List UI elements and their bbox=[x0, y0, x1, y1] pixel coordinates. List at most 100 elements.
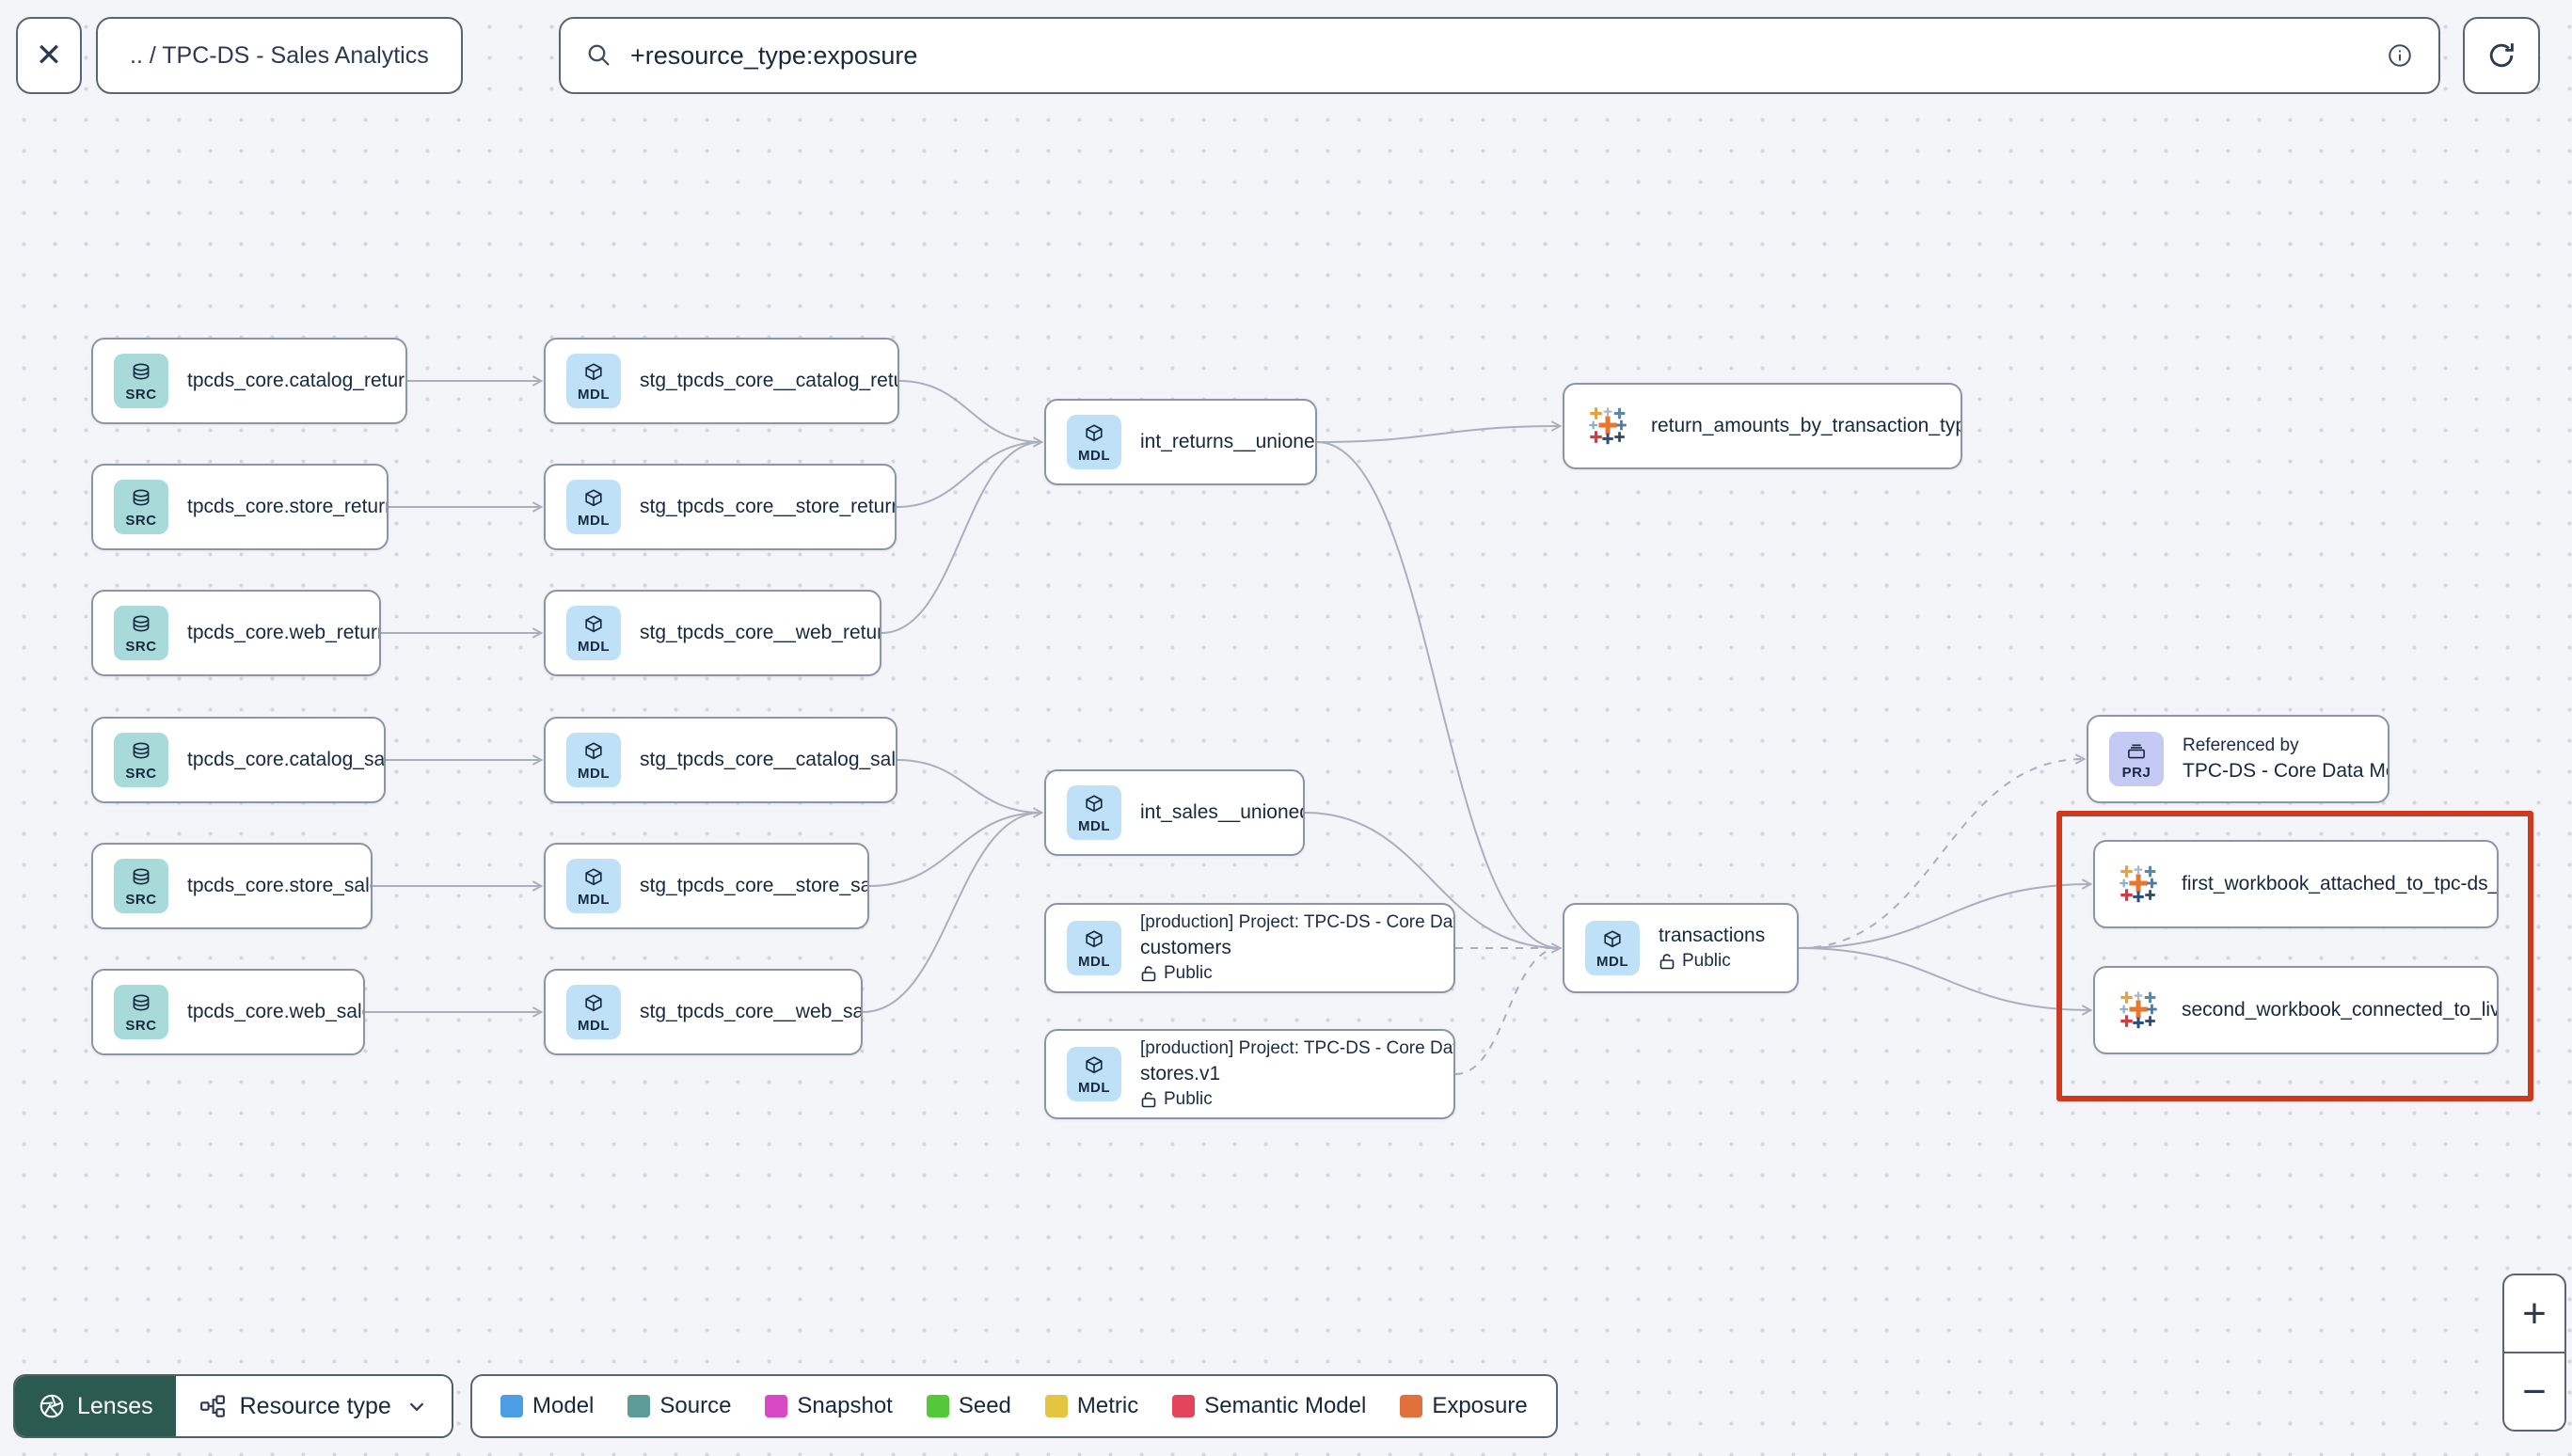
badge-label: MDL bbox=[1078, 817, 1110, 834]
badge-label: PRJ bbox=[2121, 764, 2151, 781]
badge-label: SRC bbox=[125, 512, 157, 529]
legend-item-model: Model bbox=[500, 1393, 594, 1419]
node-title: stg_tpcds_core__catalog_returns bbox=[640, 370, 897, 391]
node-text: stg_tpcds_core__web_returns bbox=[640, 622, 880, 644]
node-text: stg_tpcds_core__store_sales bbox=[640, 875, 867, 897]
legend-label: Seed bbox=[958, 1393, 1011, 1418]
zoom-controls: + − bbox=[2502, 1274, 2566, 1432]
refresh-button[interactable] bbox=[2463, 17, 2540, 94]
zoom-out-button[interactable]: − bbox=[2522, 1368, 2547, 1415]
node-wb1[interactable]: first_workbook_attached_to_tpc-ds_-_… bbox=[2093, 840, 2499, 928]
badge-label: MDL bbox=[1078, 447, 1110, 464]
node-src_store_returns[interactable]: SRC tpcds_core.store_returns bbox=[91, 464, 389, 550]
project-badge: PRJ bbox=[2109, 732, 2164, 786]
node-int_returns[interactable]: MDL int_returns__unioned bbox=[1044, 399, 1317, 485]
visibility-label: Public bbox=[1164, 963, 1213, 983]
legend-item-source: Source bbox=[627, 1393, 731, 1419]
legend-label: Model bbox=[532, 1393, 595, 1418]
legend-color-chip bbox=[1044, 1395, 1068, 1417]
node-header: Referenced by bbox=[2183, 736, 2299, 755]
lenses-label: Lenses bbox=[77, 1392, 153, 1419]
node-text: stg_tpcds_core__web_sales bbox=[640, 1001, 861, 1023]
node-text: int_sales__unioned bbox=[1140, 801, 1303, 824]
zoom-in-button[interactable]: + bbox=[2504, 1275, 2564, 1353]
node-text: second_workbook_connected_to_live… bbox=[2182, 999, 2497, 1021]
badge-label: MDL bbox=[578, 386, 610, 403]
node-text: tpcds_core.web_sales bbox=[187, 1001, 363, 1023]
badge-label: MDL bbox=[578, 765, 610, 782]
node-title: return_amounts_by_transaction_type bbox=[1651, 415, 1962, 436]
source-badge: SRC bbox=[114, 354, 168, 408]
source-badge: SRC bbox=[114, 859, 168, 913]
legend-item-semantic-model: Semantic Model bbox=[1172, 1393, 1366, 1419]
node-visibility: Public bbox=[1659, 951, 1765, 972]
node-src_catalog_returns[interactable]: SRC tpcds_core.catalog_returns bbox=[91, 338, 407, 424]
node-visibility: Public bbox=[1140, 963, 1435, 984]
visibility-label: Public bbox=[1164, 1089, 1213, 1109]
legend-color-chip bbox=[1172, 1395, 1196, 1417]
badge-label: MDL bbox=[578, 891, 610, 908]
search-input[interactable] bbox=[628, 40, 2371, 71]
legend-item-seed: Seed bbox=[926, 1393, 1011, 1419]
badge-label: MDL bbox=[1078, 953, 1110, 970]
badge-label: MDL bbox=[578, 1017, 610, 1034]
node-prj[interactable]: PRJ Referenced by TPC-DS - Core Data Model… bbox=[2087, 715, 2389, 803]
node-title: stg_tpcds_core__web_sales bbox=[640, 1001, 861, 1022]
model-badge: MDL bbox=[566, 859, 621, 913]
model-icon bbox=[1086, 423, 1103, 441]
source-icon bbox=[133, 362, 150, 379]
node-int_sales[interactable]: MDL int_sales__unioned bbox=[1044, 769, 1305, 856]
badge-label: SRC bbox=[125, 765, 157, 782]
node-stg_web_sales[interactable]: MDL stg_tpcds_core__web_sales bbox=[544, 969, 863, 1055]
close-button[interactable]: ✕ bbox=[16, 17, 82, 94]
node-src_store_sales[interactable]: SRC tpcds_core.store_sales bbox=[91, 843, 373, 929]
breadcrumb[interactable]: .. / TPC-DS - Sales Analytics bbox=[96, 17, 463, 94]
node-header: [production] Project: TPC-DS - Core Data… bbox=[1140, 912, 1453, 932]
node-text: stg_tpcds_core__store_returns bbox=[640, 496, 895, 518]
source-icon bbox=[133, 993, 150, 1010]
node-exp_returns[interactable]: return_amounts_by_transaction_type bbox=[1563, 383, 1962, 469]
source-badge: SRC bbox=[114, 733, 168, 787]
node-stores[interactable]: MDL [production] Project: TPC-DS - Core D… bbox=[1044, 1029, 1455, 1119]
node-stg_catalog_returns[interactable]: MDL stg_tpcds_core__catalog_returns bbox=[544, 338, 899, 424]
model-badge: MDL bbox=[1067, 785, 1121, 840]
node-customers[interactable]: MDL [production] Project: TPC-DS - Core D… bbox=[1044, 903, 1455, 993]
model-badge: MDL bbox=[1067, 1047, 1121, 1101]
source-badge: SRC bbox=[114, 480, 168, 534]
node-text: tpcds_core.catalog_returns bbox=[187, 370, 405, 392]
node-text: tpcds_core.store_sales bbox=[187, 875, 371, 897]
lenses-button[interactable]: Lenses bbox=[15, 1376, 176, 1436]
search-icon bbox=[588, 44, 610, 66]
legend-label: Metric bbox=[1076, 1393, 1139, 1418]
node-title: tpcds_core.store_returns bbox=[187, 496, 389, 517]
node-title: customers bbox=[1140, 937, 1231, 958]
model-icon bbox=[585, 614, 602, 632]
node-title: TPC-DS - Core Data Models bbox=[2183, 760, 2388, 782]
badge-label: MDL bbox=[1596, 953, 1628, 970]
legend-label: Snapshot bbox=[797, 1393, 893, 1418]
model-icon bbox=[585, 993, 602, 1011]
node-header: [production] Project: TPC-DS - Core Data… bbox=[1140, 1038, 1453, 1058]
close-icon: ✕ bbox=[35, 38, 63, 73]
source-icon bbox=[133, 741, 150, 758]
legend-label: Semantic Model bbox=[1204, 1393, 1367, 1418]
node-wb2[interactable]: second_workbook_connected_to_live… bbox=[2093, 966, 2499, 1054]
model-icon bbox=[1086, 929, 1103, 947]
node-title: tpcds_core.web_returns bbox=[187, 622, 381, 643]
node-title: int_returns__unioned bbox=[1140, 431, 1317, 452]
legend-color-chip bbox=[500, 1395, 523, 1417]
info-icon[interactable] bbox=[2386, 41, 2414, 70]
legend-item-exposure: Exposure bbox=[1400, 1393, 1528, 1419]
node-title: transactions bbox=[1659, 925, 1766, 946]
node-stg_store_sales[interactable]: MDL stg_tpcds_core__store_sales bbox=[544, 843, 869, 929]
resource-type-button[interactable]: Resource type bbox=[175, 1376, 452, 1436]
legend-color-chip bbox=[765, 1395, 788, 1417]
